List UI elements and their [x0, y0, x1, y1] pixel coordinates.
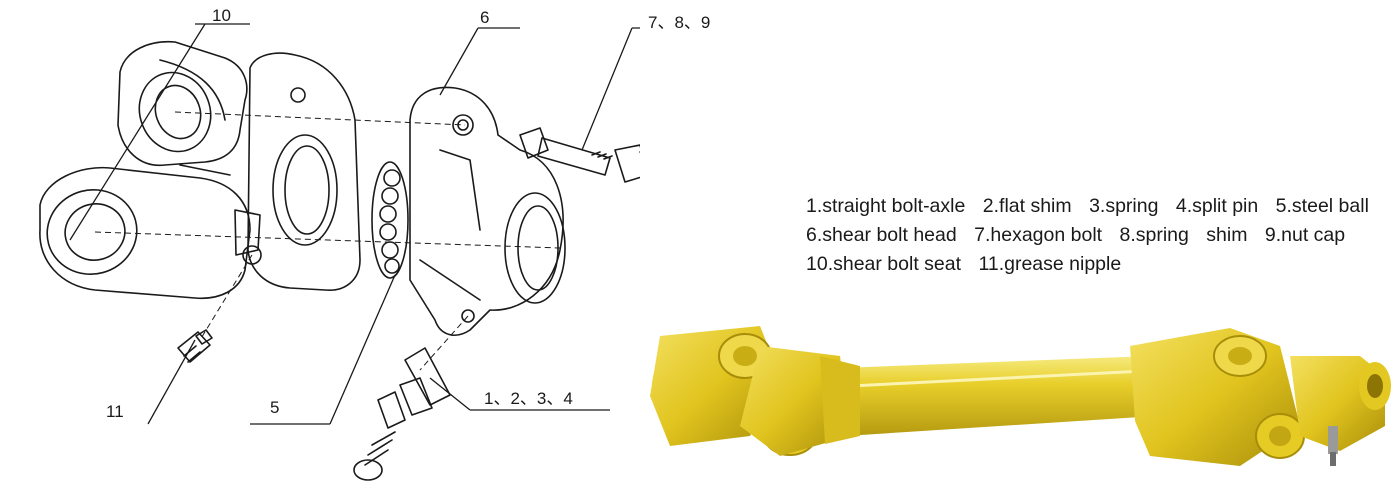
- straight-bolt-axle-assembly-part: [353, 347, 451, 481]
- leader-line-11: [147, 339, 196, 425]
- leader-line-5: [250, 274, 396, 425]
- exploded-view-drawing: [39, 23, 640, 481]
- shear-bolt-seat-part: [39, 40, 251, 300]
- grease-nipple-part: [177, 329, 213, 363]
- leader-line-6: [439, 27, 520, 96]
- callout-10: 10: [212, 6, 231, 25]
- callout-6: 6: [480, 8, 490, 27]
- legend-item: 5.steel ball: [1275, 195, 1369, 217]
- parts-legend: 1.straight bolt-axle 2.flat shim 3.sprin…: [806, 192, 1386, 279]
- legend-item: 4.split pin: [1175, 195, 1259, 217]
- legend-item: 6.shear bolt head: [806, 224, 957, 246]
- callout-1-2-3-4: 1、2、3、4: [484, 389, 573, 408]
- steel-balls-part: [371, 161, 409, 279]
- legend-item: 10.shear bolt seat: [806, 253, 962, 275]
- legend-item: 3.spring: [1089, 195, 1159, 217]
- callout-11: 11: [106, 402, 124, 421]
- shear-bolt-head-part: [409, 86, 566, 336]
- leader-line-789: [581, 27, 640, 151]
- legend-item: 2.flat shim: [982, 195, 1072, 217]
- legend-item: 1.straight bolt-axle: [806, 195, 966, 217]
- flange-part: [234, 52, 361, 291]
- callout-7-8-9: 7、8、9: [648, 13, 711, 32]
- leader-line-1234: [429, 377, 610, 411]
- left-yoke-assembly: [650, 326, 860, 456]
- hexagon-bolt-assembly-part: [519, 127, 640, 183]
- pto-shaft-photo: [650, 326, 1391, 466]
- legend-item: 7.hexagon bolt: [974, 224, 1103, 246]
- shaft-tube: [840, 356, 1155, 436]
- legend-item: 8.spring: [1119, 224, 1189, 246]
- right-yoke-assembly: [1130, 328, 1391, 466]
- callout-5: 5: [270, 398, 280, 417]
- legend-item: 11.grease nipple: [978, 253, 1122, 275]
- leader-line-10: [69, 23, 250, 241]
- legend-item: 9.nut cap: [1264, 224, 1346, 246]
- legend-item: shim: [1206, 224, 1248, 246]
